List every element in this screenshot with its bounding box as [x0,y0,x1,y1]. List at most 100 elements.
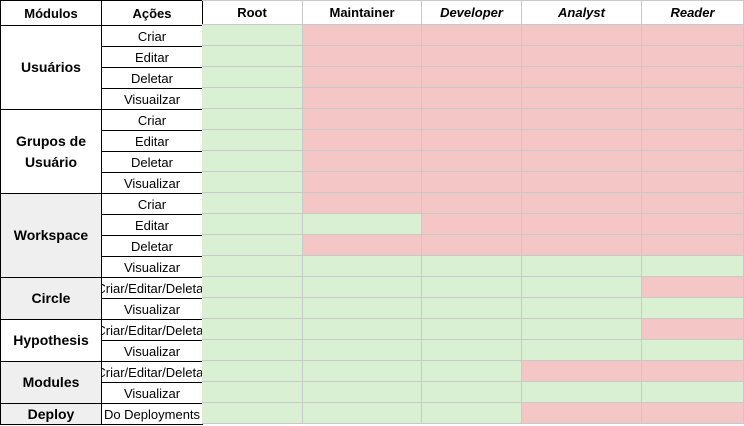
permission-cell-analyst-denied [522,130,642,151]
action-label: Visualizar [101,298,203,320]
permission-cell-root-allowed [202,151,303,172]
permission-cell-root-allowed [202,130,303,151]
permission-cell-analyst-allowed [522,382,642,403]
action-label: Visuailzar [101,88,203,110]
permission-cell-reader-denied [642,109,744,130]
permission-cell-developer-allowed [422,319,522,340]
permission-cell-analyst-denied [522,214,642,235]
permission-cell-analyst-allowed [522,277,642,298]
permission-cell-developer-denied [422,109,522,130]
permission-cell-maintainer-allowed [303,298,422,319]
action-label: Visualizar [101,382,203,404]
permission-cell-developer-allowed [422,340,522,361]
module-workspace: Workspace [0,193,102,278]
permission-cell-maintainer-denied [303,67,422,88]
permission-cell-analyst-denied [522,172,642,193]
permission-cell-root-allowed [202,235,303,256]
permission-cell-developer-denied [422,130,522,151]
permission-cell-root-allowed [202,193,303,214]
permission-cell-maintainer-denied [303,25,422,46]
permission-cell-root-allowed [202,340,303,361]
permission-cell-maintainer-denied [303,235,422,256]
permission-cell-maintainer-allowed [303,403,422,424]
role-header-developer: Developer [422,0,522,25]
action-label: Deletar [101,151,203,173]
permission-cell-root-allowed [202,67,303,88]
permission-cell-analyst-denied [522,235,642,256]
permission-cell-root-allowed [202,214,303,235]
permission-cell-developer-denied [422,235,522,256]
permission-cell-root-allowed [202,319,303,340]
permission-cell-maintainer-denied [303,172,422,193]
actions-header: Ações [101,0,203,26]
action-label: Criar [101,193,203,215]
permission-cell-reader-denied [642,235,744,256]
permission-cell-reader-denied [642,319,744,340]
permission-cell-reader-allowed [642,298,744,319]
permission-cell-root-allowed [202,298,303,319]
permission-cell-maintainer-allowed [303,277,422,298]
action-label: Deletar [101,67,203,89]
permission-cell-reader-denied [642,151,744,172]
permission-cell-maintainer-denied [303,109,422,130]
action-label: Visualizar [101,340,203,362]
action-label: Criar [101,109,203,131]
permission-cell-root-allowed [202,172,303,193]
permission-cell-maintainer-allowed [303,340,422,361]
module-circle: Circle [0,277,102,320]
permission-cell-developer-denied [422,46,522,67]
permission-cell-root-allowed [202,382,303,403]
permission-cell-analyst-denied [522,151,642,172]
module-usu-rios: Usuários [0,25,102,110]
permission-cell-maintainer-denied [303,88,422,109]
action-label: Editar [101,130,203,152]
permission-cell-developer-denied [422,67,522,88]
permission-cell-reader-denied [642,46,744,67]
permission-cell-analyst-denied [522,46,642,67]
permission-cell-root-allowed [202,109,303,130]
permission-cell-reader-denied [642,130,744,151]
permission-cell-reader-denied [642,361,744,382]
action-label: Editar [101,214,203,236]
modules-header: Módulos [0,0,102,26]
permission-cell-analyst-allowed [522,256,642,277]
permission-cell-reader-denied [642,214,744,235]
permission-cell-maintainer-denied [303,193,422,214]
action-label: Criar/Editar/Deletar [101,277,203,299]
role-header-root: Root [202,0,303,25]
action-label: Visualizar [101,256,203,278]
permission-cell-developer-allowed [422,403,522,424]
permission-cell-root-allowed [202,361,303,382]
permission-cell-maintainer-allowed [303,382,422,403]
permission-cell-root-allowed [202,88,303,109]
permission-cell-root-allowed [202,25,303,46]
permission-cell-developer-denied [422,214,522,235]
permission-cell-analyst-denied [522,109,642,130]
permission-cell-developer-denied [422,88,522,109]
permission-cell-developer-allowed [422,361,522,382]
permission-cell-maintainer-denied [303,151,422,172]
module-deploy: Deploy [0,403,102,425]
permission-cell-reader-denied [642,403,744,424]
permission-cell-analyst-denied [522,361,642,382]
permission-cell-maintainer-allowed [303,361,422,382]
role-header-analyst: Analyst [522,0,642,25]
permission-cell-reader-denied [642,88,744,109]
module-modules: Modules [0,361,102,404]
permission-cell-maintainer-allowed [303,319,422,340]
permission-cell-developer-allowed [422,256,522,277]
permission-cell-reader-allowed [642,340,744,361]
permission-cell-maintainer-allowed [303,256,422,277]
permission-cell-root-allowed [202,46,303,67]
permission-cell-analyst-denied [522,67,642,88]
permission-cell-maintainer-denied [303,130,422,151]
action-label: Editar [101,46,203,68]
permission-cell-developer-allowed [422,298,522,319]
action-label: Criar [101,25,203,47]
permission-cell-root-allowed [202,277,303,298]
role-header-maintainer: Maintainer [303,0,422,25]
permission-cell-reader-denied [642,67,744,88]
permission-cell-reader-allowed [642,382,744,403]
permission-cell-developer-allowed [422,277,522,298]
